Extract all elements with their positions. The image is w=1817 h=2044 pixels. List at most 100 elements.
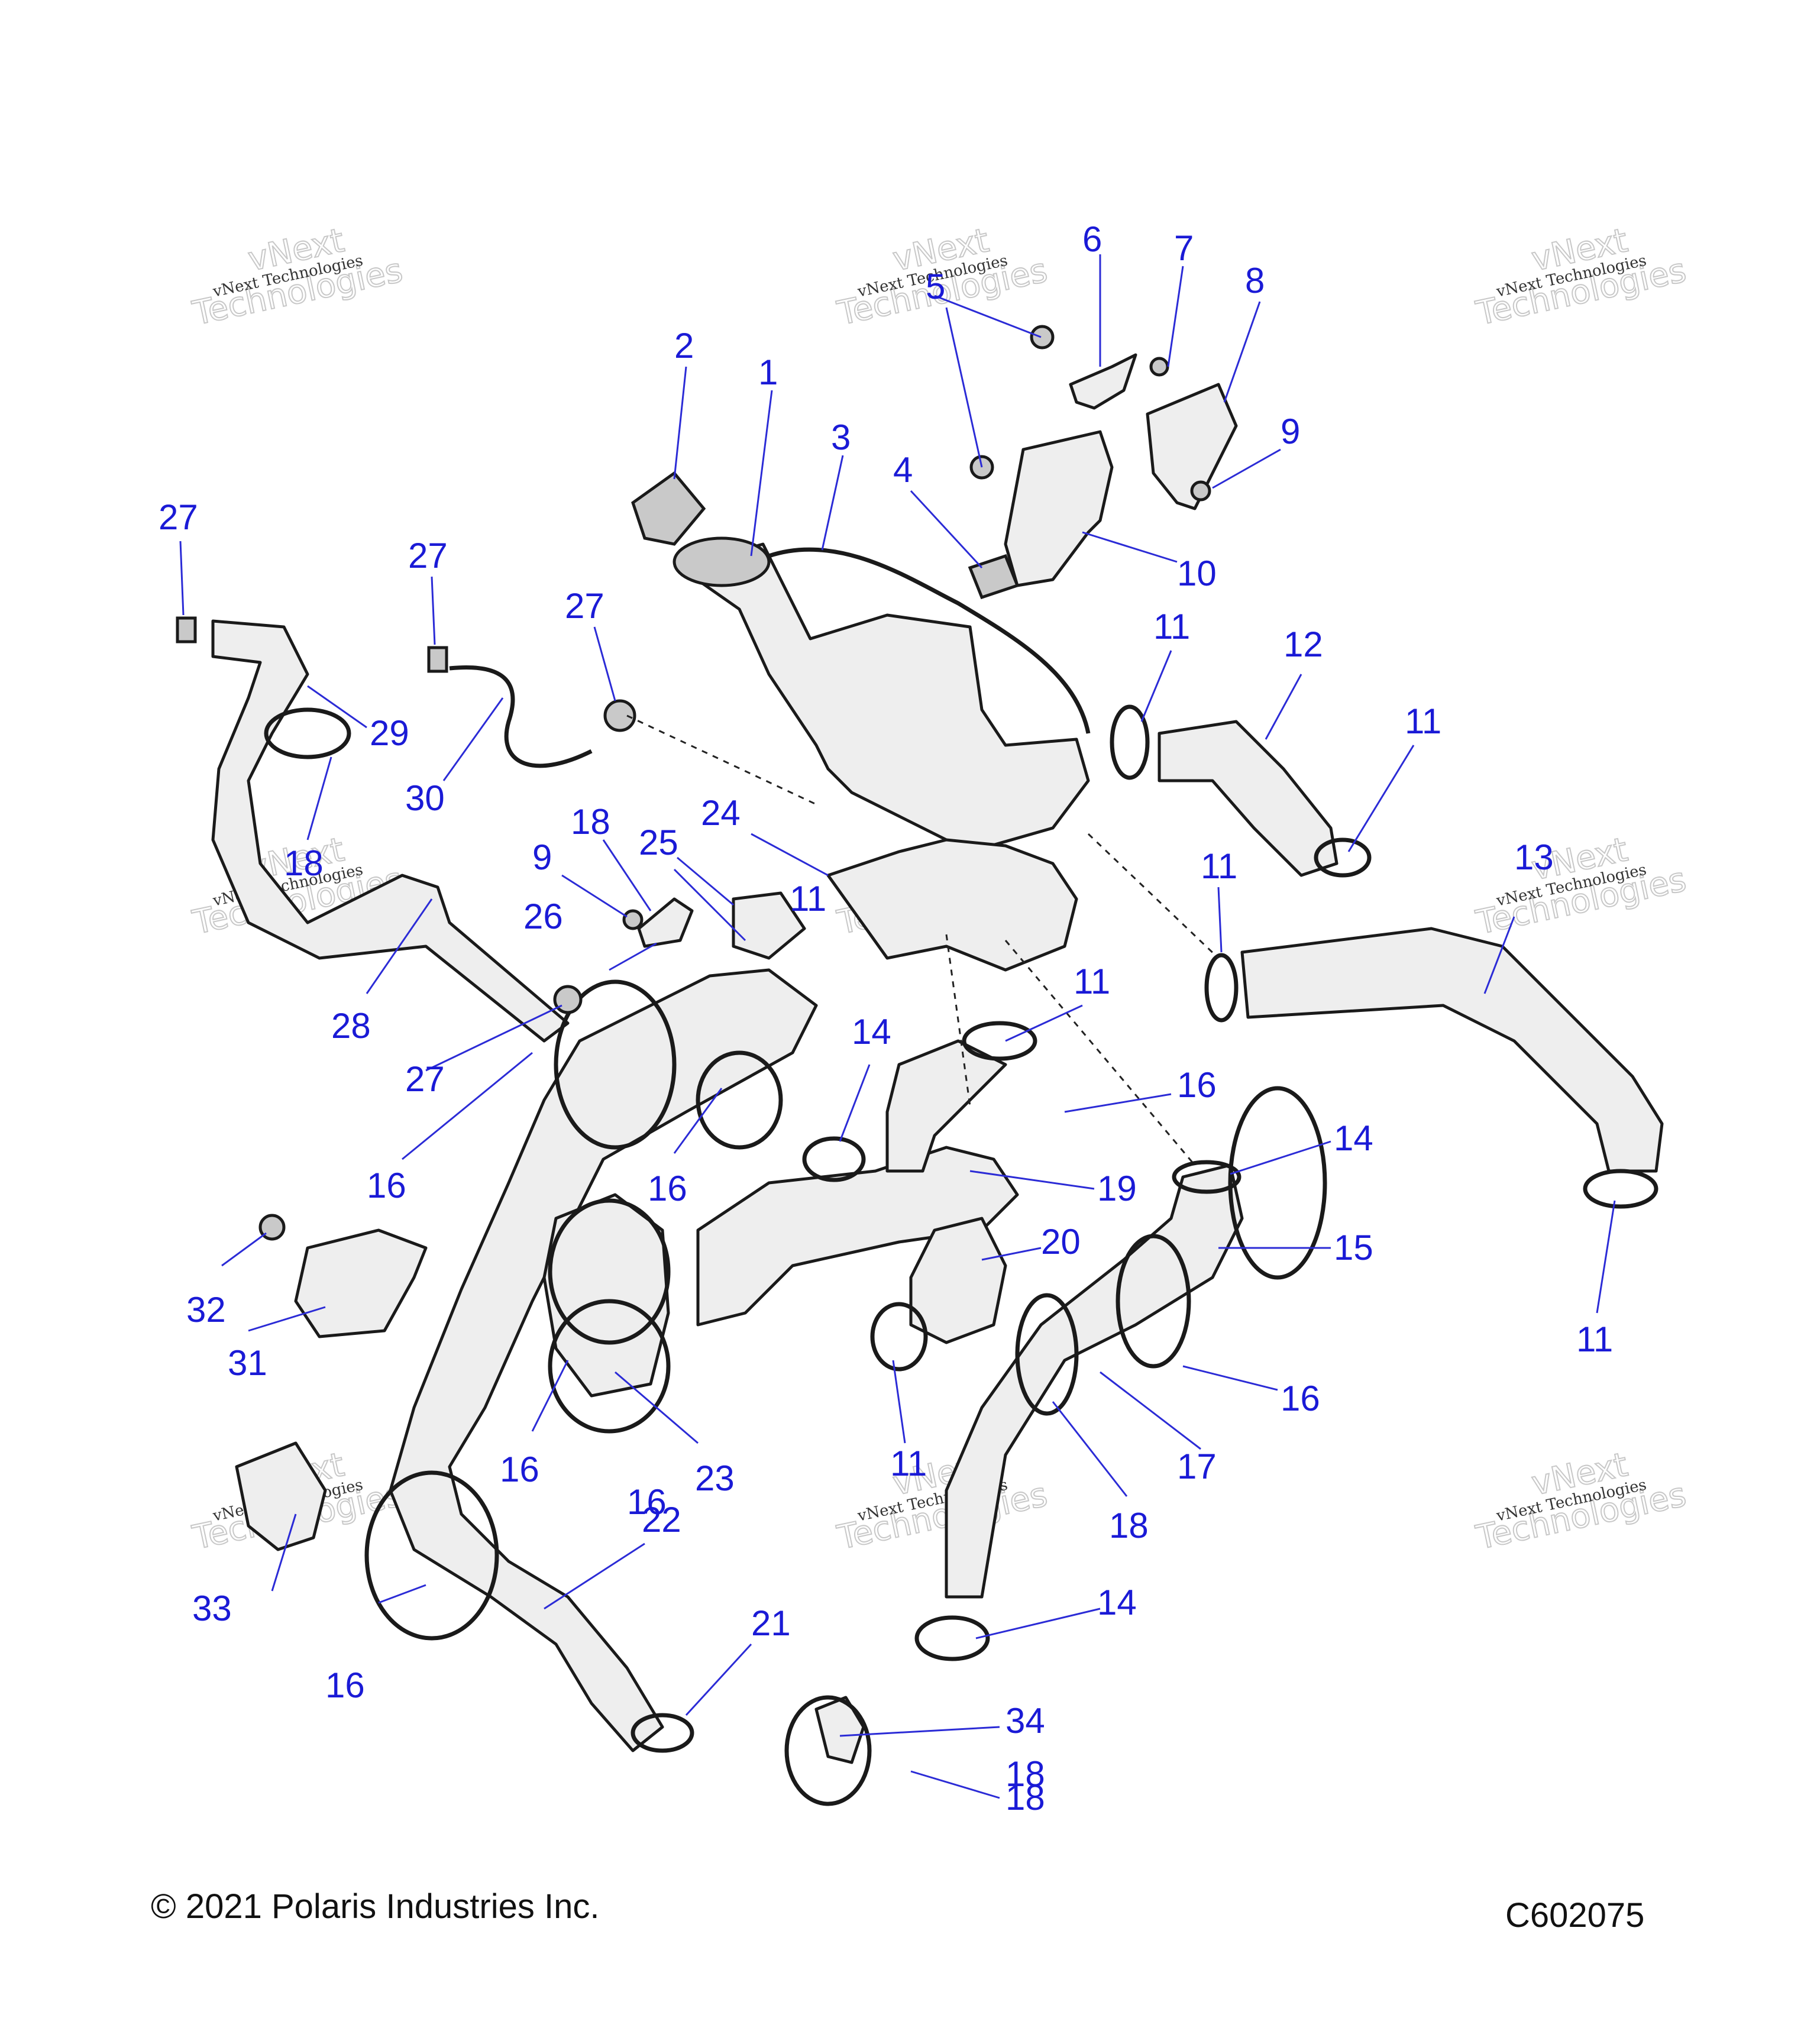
bolt-9	[1190, 480, 1211, 502]
callout-14: 14	[1334, 1118, 1373, 1158]
callout-4: 4	[893, 450, 913, 490]
clamp	[1204, 953, 1239, 1023]
clip-34	[814, 1696, 865, 1764]
mounting-bracket	[1004, 430, 1114, 587]
callout-9: 9	[1281, 412, 1300, 451]
callout-8: 8	[1245, 261, 1265, 300]
callout-12: 12	[1283, 625, 1323, 664]
bracket-33	[235, 1441, 327, 1551]
watermark: vNext Technologies vNext Technologies	[1472, 221, 1690, 334]
callout-30: 30	[405, 778, 445, 818]
parts	[176, 325, 1664, 1806]
clamp	[1172, 1160, 1241, 1194]
reservoir-bottle	[678, 542, 1090, 853]
bolt-5	[1030, 325, 1055, 350]
watermark: vNext Technologies vNext Technologies	[833, 1445, 1051, 1558]
callout-22: 22	[642, 1500, 681, 1540]
clamp	[802, 1136, 866, 1182]
bolt-7	[1149, 357, 1169, 377]
leader-lines	[179, 254, 1616, 1799]
clamp	[1116, 1234, 1191, 1369]
callout-2: 2	[674, 326, 694, 366]
hose-20	[909, 1217, 1007, 1344]
callout-26: 26	[523, 897, 563, 936]
hose-13	[1240, 927, 1664, 1173]
callout-5: 5	[926, 267, 945, 306]
callout-16: 16	[500, 1450, 539, 1489]
callout-11: 11	[1405, 701, 1441, 741]
watermark: vNext Technologies vNext Technologies	[189, 221, 406, 334]
clamp	[631, 1713, 694, 1753]
callout-1: 1	[758, 352, 778, 392]
callout-24: 24	[701, 793, 741, 833]
clamp	[364, 1470, 499, 1641]
callout-11: 11	[1201, 846, 1237, 886]
bracket-26	[637, 897, 694, 948]
clamp	[554, 979, 677, 1150]
callout-14: 14	[1097, 1583, 1137, 1622]
callout-34: 34	[1006, 1701, 1045, 1741]
callout-16: 16	[648, 1169, 687, 1208]
callout-27: 27	[408, 536, 448, 575]
callout-15: 15	[1334, 1228, 1373, 1267]
bracket-clip	[1069, 353, 1137, 410]
callout-32: 32	[186, 1290, 226, 1330]
cap-27	[553, 985, 583, 1014]
clamp	[784, 1695, 872, 1806]
clamp	[870, 1302, 928, 1372]
callout-23: 23	[695, 1458, 735, 1498]
hose-upper-mid	[885, 1039, 1007, 1173]
clamp	[264, 707, 351, 759]
callout-33: 33	[192, 1589, 232, 1628]
clamp	[1583, 1169, 1658, 1209]
connector-4	[968, 554, 1020, 600]
figure-code: C602075	[1505, 1896, 1645, 1935]
callout-11: 11	[1153, 607, 1190, 646]
callout-6: 6	[1082, 219, 1102, 259]
callout-27: 27	[159, 497, 198, 537]
callout-27: 27	[405, 1059, 445, 1099]
hose-12	[1158, 720, 1338, 877]
callout-18: 18	[1006, 1778, 1045, 1817]
thermostat-housing	[826, 838, 1078, 972]
reservoir-neck	[673, 536, 771, 587]
clamp	[914, 1615, 990, 1661]
callout-18: 18	[284, 843, 324, 883]
copyright-notice: © 2021 Polaris Industries Inc.	[151, 1887, 600, 1926]
callout-17: 17	[1177, 1447, 1217, 1486]
cap-27	[176, 616, 197, 643]
callout-16: 16	[1177, 1065, 1217, 1105]
callout-28: 28	[331, 1006, 371, 1046]
callout-11: 11	[1576, 1319, 1613, 1359]
bracket-31	[294, 1228, 428, 1338]
callout-10: 10	[1177, 554, 1217, 593]
callout-31: 31	[228, 1343, 267, 1383]
callout-21: 21	[751, 1603, 791, 1643]
callout-18: 18	[571, 802, 610, 842]
callout-25: 25	[639, 823, 678, 862]
callout-18: 18	[1109, 1506, 1149, 1545]
cap-27	[603, 699, 636, 732]
callout-20: 20	[1041, 1222, 1081, 1262]
hose-30	[449, 665, 593, 768]
clamp	[1015, 1293, 1079, 1416]
callout-16: 16	[627, 1482, 667, 1522]
bolt-9	[622, 909, 644, 930]
watermark: vNext Technologies vNext Technologies	[1472, 830, 1690, 943]
clip-25	[732, 891, 806, 960]
callouts: 1 2 3 4 5 6 7 8 9 9 10 11 11 11 11 11 11…	[159, 219, 1613, 1817]
clamp	[696, 1050, 783, 1150]
clamp	[962, 1021, 1037, 1061]
watermark: vNext Technologies vNext Technologies	[1472, 1445, 1690, 1558]
clamp	[548, 1198, 671, 1345]
reservoir-cap	[631, 471, 706, 546]
clamp	[1110, 704, 1150, 780]
callout-7: 7	[1174, 228, 1194, 268]
callout-11: 11	[790, 879, 826, 918]
hose-15	[945, 1163, 1244, 1599]
clamp	[1314, 837, 1372, 878]
callout-3: 3	[831, 418, 851, 457]
callout-13: 13	[1514, 837, 1554, 877]
overflow-tube	[768, 547, 1091, 734]
